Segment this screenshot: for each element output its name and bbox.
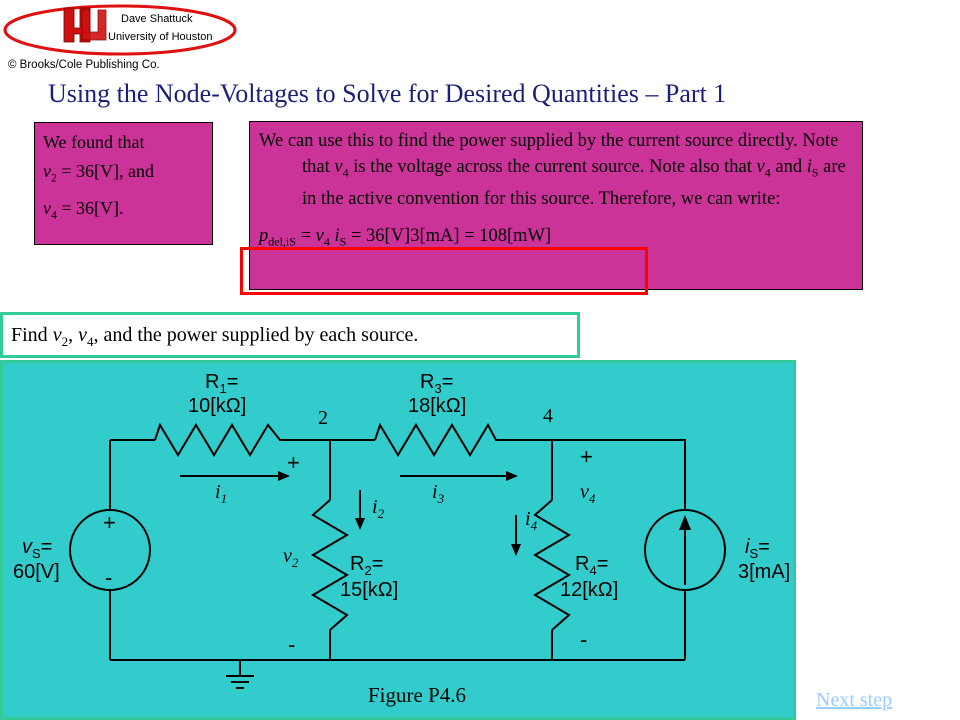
v4-value-line: v4 = 36[V].	[43, 197, 124, 222]
i3-arrowhead	[506, 471, 518, 481]
r3-value: 18[kΩ]	[408, 395, 466, 417]
found-line: We found that	[43, 132, 145, 152]
node-4-label: 4	[543, 405, 553, 427]
r3-label: R3=	[420, 371, 453, 396]
i2-label: i2	[372, 496, 385, 521]
v4-label: v4	[580, 481, 596, 506]
resistor-r2	[311, 499, 349, 631]
r2-label: R2=	[350, 553, 383, 578]
explanation-text: We can use this to find the power suppli…	[259, 131, 846, 209]
vs-label: vS=	[22, 536, 52, 561]
i1-arrowhead	[278, 471, 290, 481]
vs-value: 60[V]	[13, 561, 60, 583]
v2-minus-sign: -	[288, 632, 295, 657]
resistor-r4	[533, 499, 571, 631]
power-equation: pdel,iS = v4 iS = 36[V]3[mA] = 108[mW]	[259, 225, 552, 249]
logo-institution: University of Houston	[108, 31, 213, 43]
figure-caption: Figure P4.6	[368, 683, 466, 707]
page-title: Using the Node-Voltages to Solve for Des…	[48, 79, 727, 108]
is-label: iS=	[745, 536, 770, 561]
uh-monogram-icon	[63, 7, 107, 43]
voltage-source	[69, 509, 151, 591]
i2-arrowhead	[355, 518, 365, 530]
v4-plus-sign: +	[580, 444, 593, 469]
logo-author: Dave Shattuck	[121, 13, 193, 25]
v2-plus-sign: +	[287, 450, 300, 475]
current-source	[644, 509, 726, 591]
r2-value: 15[kΩ]	[340, 579, 398, 601]
problem-prompt: Find v2, v4, and the power supplied by e…	[0, 312, 580, 358]
r4-label: R4=	[575, 553, 608, 578]
resistor-r3	[374, 422, 500, 457]
equation-highlight	[240, 247, 648, 295]
r4-value: 12[kΩ]	[560, 579, 618, 601]
logo-copyright: © Brooks/Cole Publishing Co.	[8, 59, 160, 71]
found-values-box: We found that v2 = 36[V], and v4 = 36[V]…	[34, 122, 213, 245]
i3-label: i3	[432, 481, 445, 506]
ground-icon	[226, 660, 254, 689]
vs-plus-sign: +	[103, 510, 116, 535]
r1-value: 10[kΩ]	[188, 395, 246, 417]
circuit-background	[0, 360, 796, 720]
university-logo: Dave Shattuck University of Houston © Br…	[3, 4, 237, 71]
resistor-r1	[154, 422, 285, 457]
i4-arrowhead	[511, 544, 521, 556]
vs-minus-sign: -	[105, 565, 112, 590]
logo-ellipse	[3, 4, 237, 56]
explanation-box: We can use this to find the power suppli…	[249, 121, 863, 290]
circuit-diagram: R1= 10[kΩ] R3= 18[kΩ] R2= 15[kΩ] R4= 12[…	[0, 360, 796, 720]
source-arrowhead	[679, 515, 691, 530]
node-2-label: 2	[318, 407, 328, 429]
v2-value-line: v2 = 36[V], and	[43, 161, 154, 185]
is-value: 3[mA]	[738, 561, 790, 583]
next-step-link[interactable]: Next step	[816, 689, 893, 711]
i1-label: i1	[215, 481, 227, 506]
r1-label: R1=	[205, 371, 238, 396]
v2-label: v2	[283, 545, 299, 570]
i4-label: i4	[525, 508, 538, 533]
v4-minus-sign: -	[580, 627, 587, 652]
